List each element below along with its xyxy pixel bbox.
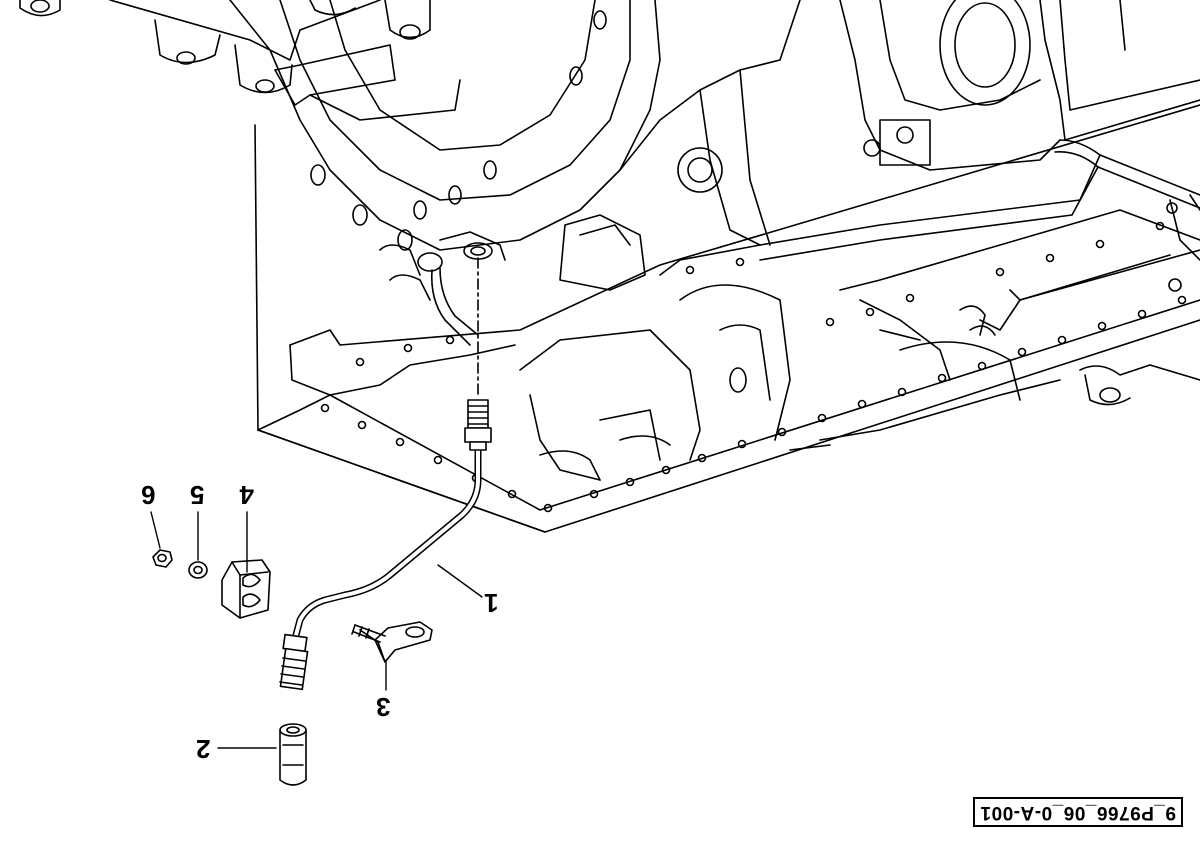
part-1-pipe [279,399,492,691]
figure-reference-code: 9_P9766_06_0-A-001 [980,802,1176,823]
callout-3: 3 [376,692,390,722]
part-3-bracket [351,621,433,663]
callout-labels: 1 2 3 4 5 6 [141,480,498,764]
callout-6: 6 [141,480,155,510]
part-5-washer [188,561,208,579]
transmission-housing [19,0,1200,533]
callout-1: 1 [484,588,498,618]
callout-5: 5 [190,480,204,510]
part-4-clamp [221,559,271,619]
figure-reference-box: 9_P9766_06_0-A-001 [973,797,1183,827]
callout-leaders [150,511,483,749]
part-6-nut [152,549,173,568]
part-2-sleeve [279,723,307,786]
callout-2: 2 [196,734,210,764]
callout-4: 4 [239,480,254,510]
